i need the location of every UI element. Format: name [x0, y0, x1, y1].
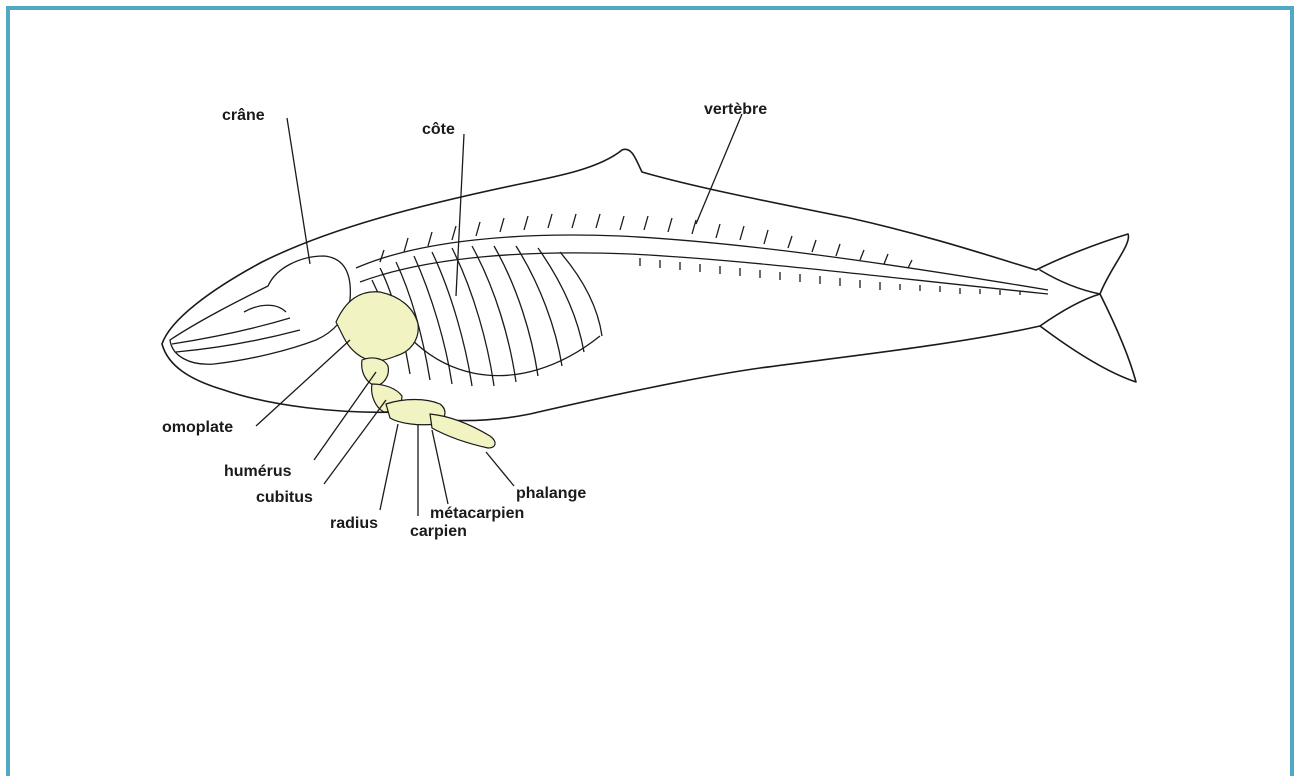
label-cubitus: cubitus	[256, 489, 313, 506]
label-radius: radius	[330, 515, 378, 532]
tail-fluke-notch	[1040, 270, 1100, 326]
label-vertebre: vertèbre	[704, 101, 767, 118]
label-humerus: humérus	[224, 463, 292, 480]
label-phalange: phalange	[516, 485, 586, 502]
label-crane: crâne	[222, 107, 265, 124]
phalanges-bones	[430, 414, 495, 448]
skull	[170, 256, 350, 364]
humerus-bone	[362, 358, 389, 386]
label-metacarpien: métacarpien	[430, 505, 524, 522]
label-cote: côte	[422, 121, 455, 138]
label-omoplate: omoplate	[162, 419, 233, 436]
label-carpien: carpien	[410, 523, 467, 540]
